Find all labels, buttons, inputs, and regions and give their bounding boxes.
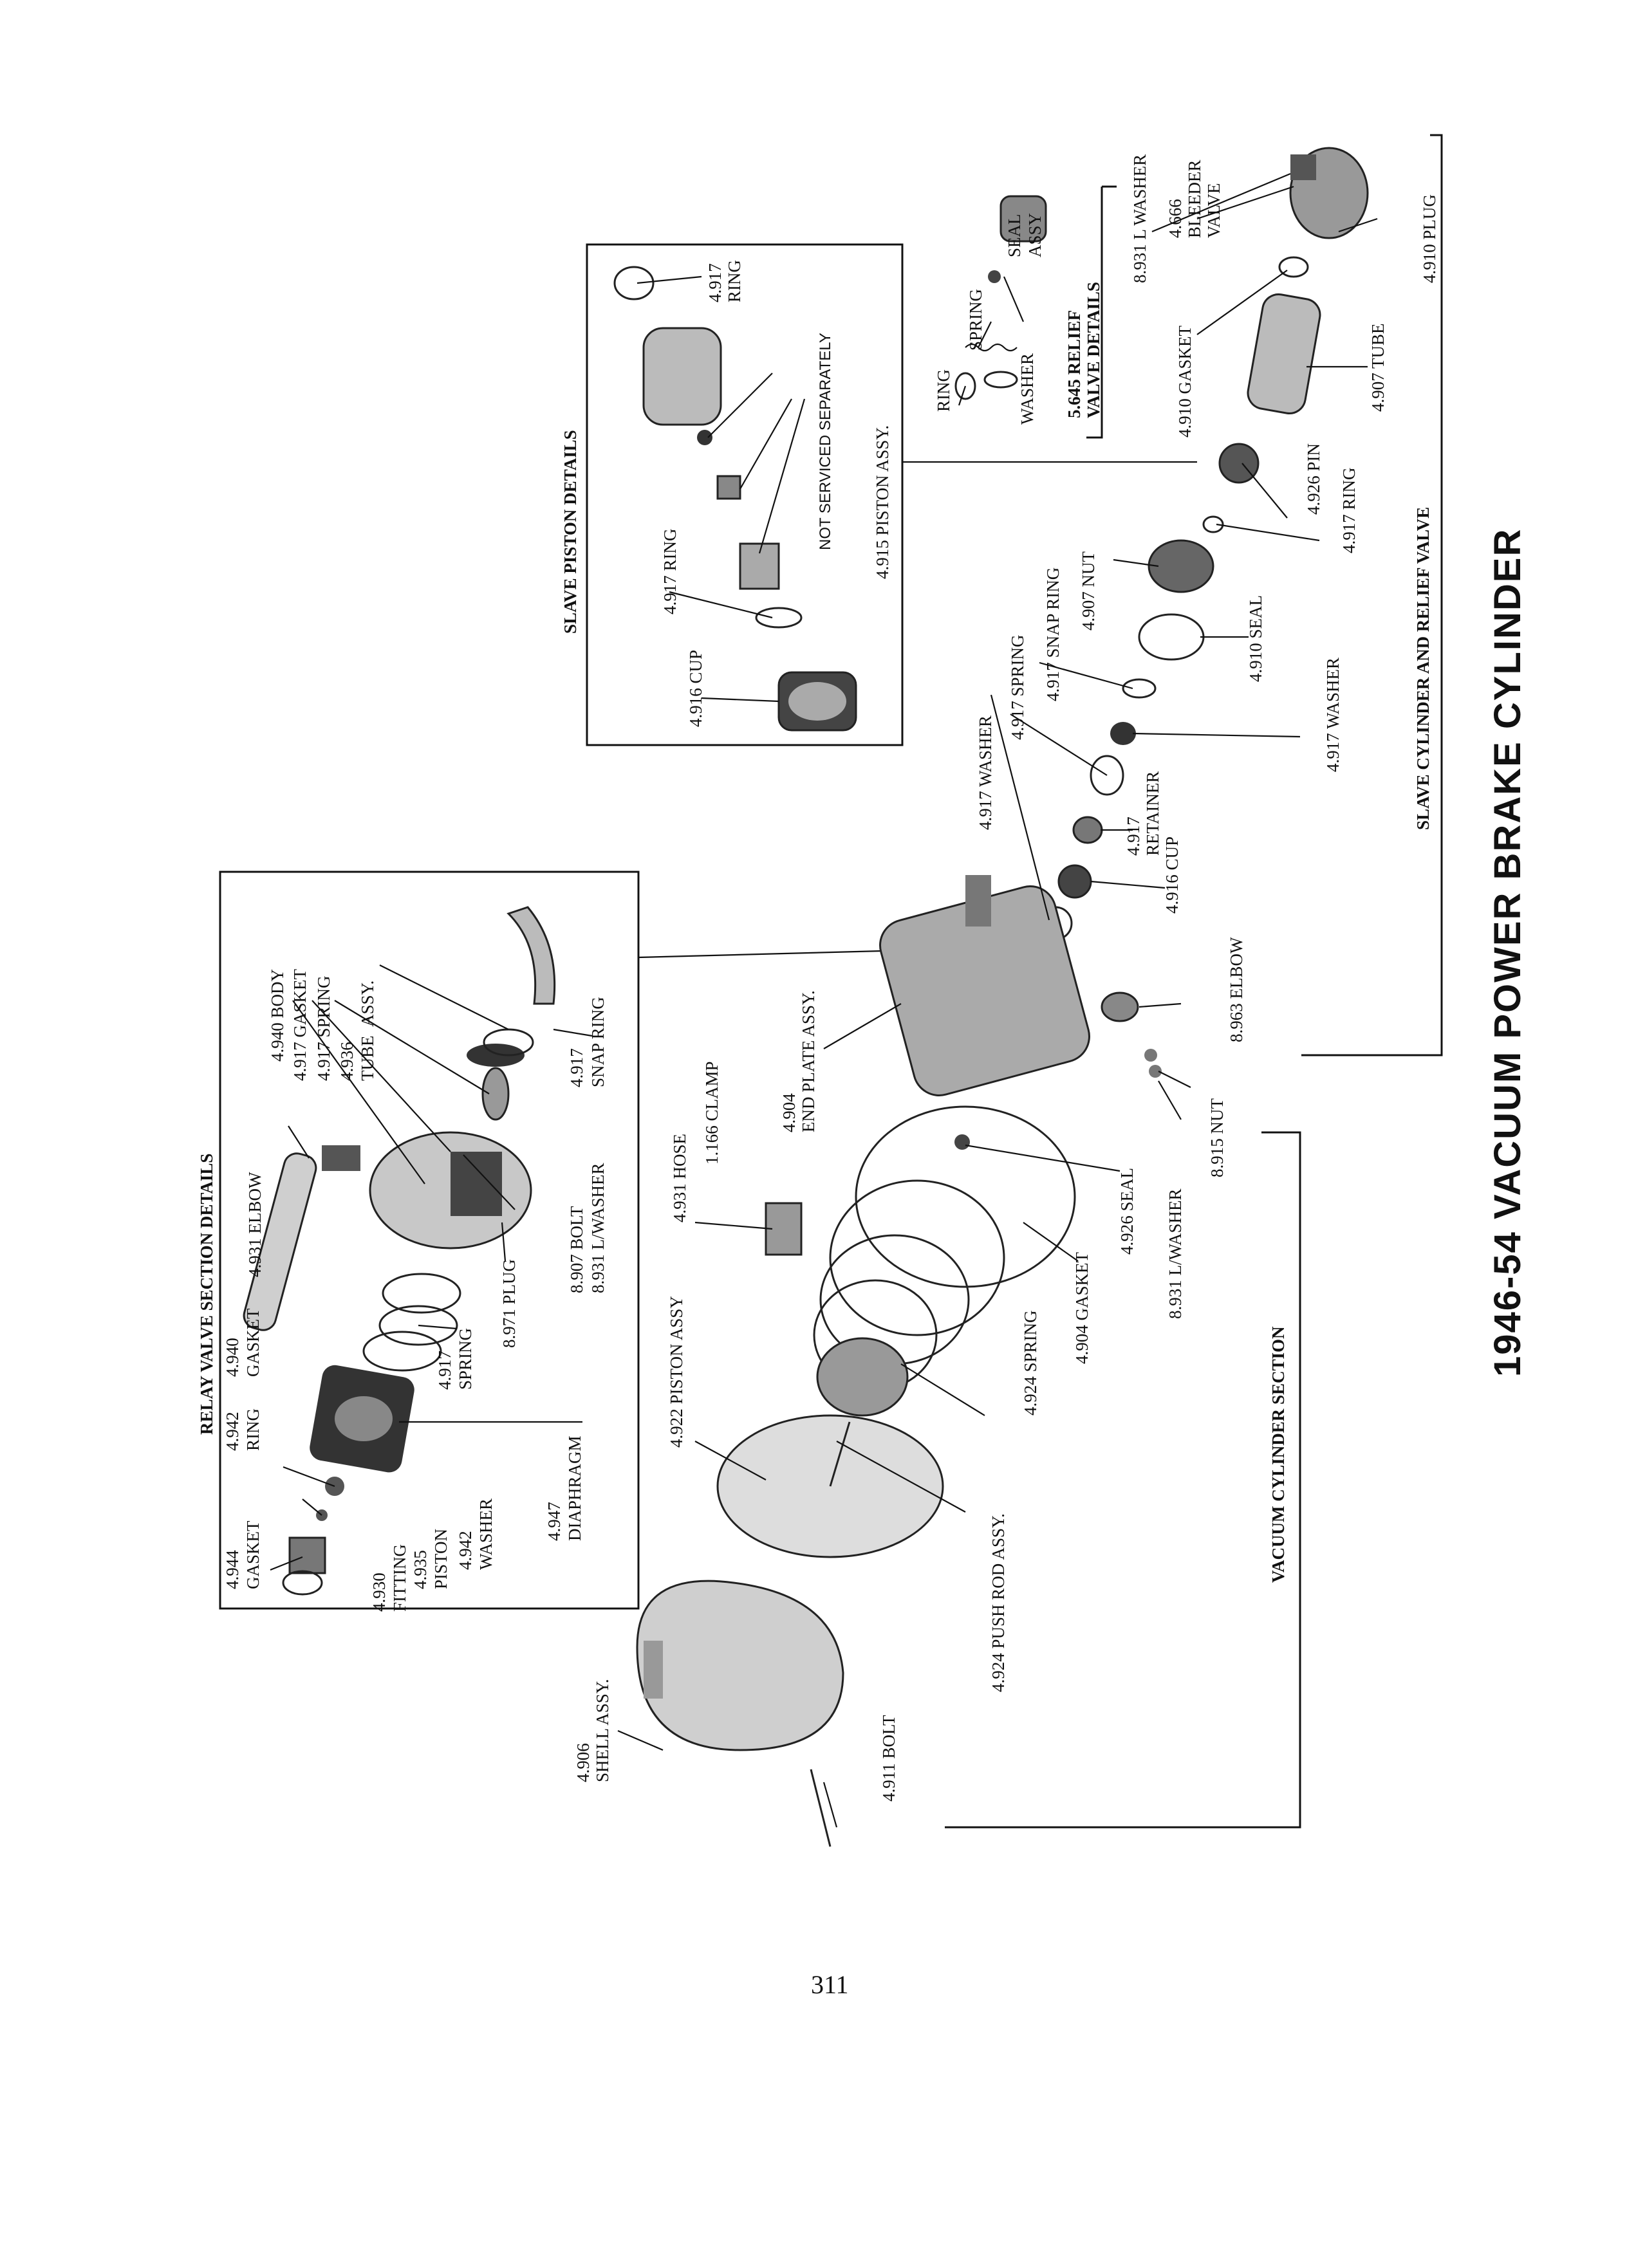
- label-relay-piston-number: 4.935: [411, 1550, 430, 1589]
- label-relief-assy: ASSY: [1025, 213, 1045, 257]
- label-cyl-seal: 4.910 SEAL: [1246, 595, 1265, 682]
- label-relay-piston: PISTON: [431, 1529, 451, 1589]
- label-vac-shell-number: 4.906: [573, 1743, 593, 1782]
- label-relay-bolt: 8.907 BOLT: [567, 1206, 586, 1293]
- label-relay-elbow: 4.931 ELBOW: [245, 1172, 265, 1277]
- relief-valve-bracket: [1086, 187, 1103, 439]
- relay-to-body-line: [638, 950, 882, 959]
- label-relay-gasket-940: GASKET: [243, 1308, 263, 1377]
- label-vac-bolt: 4.911 BOLT: [879, 1715, 898, 1802]
- vacuum-cylinder-bracket: [945, 1131, 1301, 1829]
- label-cyl-end-plate-number: 4.904: [779, 1093, 799, 1132]
- label-piston-assy: 4.915 PISTON ASSY.: [873, 425, 892, 579]
- label-relay-fitting-number: 4.930: [369, 1572, 389, 1612]
- label-relay-washer: WASHER: [476, 1498, 496, 1570]
- label-vac-shell: SHELL ASSY.: [593, 1679, 612, 1782]
- relief-valve-header-line1: 5.645 RELIEF: [1065, 310, 1084, 418]
- label-cyl-plug: 4.910 PLUG: [1420, 194, 1439, 283]
- slave-cylinder-bracket: [1301, 134, 1443, 1056]
- slave-piston-parts: [613, 266, 857, 732]
- label-piston-ring-top-number: 4.917: [705, 263, 725, 302]
- relay-valve-box: [219, 871, 640, 1610]
- label-relay-ring-942-number: 4.942: [223, 1412, 242, 1451]
- label-relay-body: 4.940 BODY: [268, 969, 287, 1062]
- label-cyl-ring: 4.917 RING: [1339, 468, 1359, 554]
- slave-piston-header: SLAVE PISTON DETAILS: [561, 430, 580, 634]
- label-cyl-l-washer: 8.931 L WASHER: [1130, 154, 1149, 283]
- label-relay-tube-number: 4.936: [337, 1042, 357, 1081]
- label-relay-gasket-944-number: 4.944: [223, 1550, 242, 1589]
- label-relay-gasket-940-number: 4.940: [223, 1338, 242, 1377]
- label-cyl-nut-915: 8.915 NUT: [1207, 1098, 1227, 1177]
- label-cyl-end-plate: END PLATE ASSY.: [799, 990, 818, 1132]
- label-cyl-snap-ring: 4.917 SNAP RING: [1043, 567, 1063, 701]
- vacuum-cylinder-header: VACUUM CYLINDER SECTION: [1269, 1326, 1288, 1583]
- label-relay-snap-ring: SNAP RING: [588, 997, 608, 1087]
- label-relief-spring: SPRING: [966, 289, 985, 351]
- page-number: 311: [811, 1970, 849, 1999]
- label-relay-lwasher: 8.931 L/WASHER: [588, 1163, 608, 1294]
- label-vac-clamp: 1.166 CLAMP: [702, 1061, 721, 1165]
- label-relief-ring: RING: [934, 369, 953, 412]
- label-vac-hose: 4.931 HOSE: [670, 1134, 689, 1222]
- relay-valve-parts: [243, 906, 556, 1596]
- label-cyl-gasket: 4.910 GASKET: [1175, 325, 1195, 438]
- label-cyl-retainer-number: 4.917: [1124, 816, 1143, 856]
- label-piston-ring-top: RING: [725, 260, 744, 302]
- label-vac-piston-assy: 4.922 PISTON ASSY: [667, 1296, 686, 1448]
- label-relay-spring-small: SPRING: [456, 1328, 475, 1390]
- label-vac-push-rod: 4.924 PUSH ROD ASSY.: [989, 1513, 1008, 1692]
- label-relay-diaphragm: DIAPHRAGM: [565, 1435, 584, 1541]
- relief-valve-parts: [954, 195, 1047, 400]
- label-cyl-elbow: 8.963 ELBOW: [1227, 937, 1246, 1042]
- relief-valve-header: 5.645 RELIEF VALVE DETAILS: [1065, 282, 1103, 418]
- label-relief-seal: SEAL: [1005, 214, 1024, 258]
- label-cyl-gasket-904: 4.904 GASKET: [1072, 1251, 1092, 1364]
- label-relay-washer-number: 4.942: [456, 1531, 475, 1570]
- label-cyl-bleeder-number: 4.666: [1166, 199, 1185, 238]
- label-cyl-pin: 4.926 PIN: [1304, 443, 1323, 515]
- label-cyl-bleeder: BLEEDER: [1185, 160, 1204, 239]
- label-cyl-cup: 4.916 CUP: [1162, 836, 1182, 914]
- label-relay-spring: 4.917 SPRING: [314, 975, 333, 1081]
- label-cyl-nut: 4.907 NUT: [1079, 551, 1098, 631]
- label-piston-ring-mid: 4.917 RING: [660, 529, 680, 615]
- leader-lines: [270, 172, 1378, 1828]
- label-cyl-l-washer-931: 8.931 L/WASHER: [1166, 1189, 1185, 1320]
- label-cyl-tube: 4.907 TUBE: [1368, 323, 1388, 412]
- slave-cylinder-parts: [879, 147, 1369, 1096]
- relief-valve-header-line2: VALVE DETAILS: [1084, 282, 1103, 418]
- label-relay-fitting: FITTING: [390, 1544, 409, 1612]
- page-title: 1946-54 VACUUM POWER BRAKE CYLINDER: [1487, 528, 1529, 1377]
- label-cyl-seal-926: 4.926 SEAL: [1117, 1168, 1137, 1255]
- label-relay-ring-942: RING: [243, 1408, 263, 1451]
- label-relief-washer: WASHER: [1018, 353, 1037, 425]
- label-cyl-washer-a: 4.917 WASHER: [1323, 658, 1343, 772]
- label-cyl-retainer: RETAINER: [1143, 771, 1162, 856]
- label-relay-plug: 8.971 PLUG: [499, 1259, 519, 1348]
- label-relay-diaphragm-number: 4.947: [544, 1502, 564, 1541]
- label-vac-spring: 4.924 SPRING: [1021, 1310, 1040, 1415]
- slave-cylinder-header: SLAVE CYLINDER AND RELIEF VALVE: [1413, 507, 1433, 830]
- label-not-serviced: NOT SERVICED SEPARATELY: [817, 333, 834, 550]
- label-cyl-valve: VALVE: [1204, 183, 1223, 238]
- label-cyl-spring: 4.917 SPRING: [1008, 634, 1027, 740]
- label-relay-gasket: 4.917 GASKET: [290, 968, 310, 1081]
- label-cyl-washer-b: 4.917 WASHER: [976, 715, 995, 830]
- label-relay-tube: TUBE ASSY.: [358, 981, 377, 1081]
- label-relay-gasket-944: GASKET: [243, 1520, 263, 1589]
- slave-piston-box: [586, 243, 904, 746]
- vacuum-cylinder-parts: [636, 1105, 1076, 1847]
- label-relay-spring-small-number: 4.917: [435, 1351, 454, 1390]
- label-relay-snap-ring-number: 4.917: [567, 1048, 586, 1087]
- label-piston-cup: 4.916 CUP: [686, 650, 705, 727]
- relay-valve-header: RELAY VALVE SECTION DETAILS: [197, 1154, 216, 1435]
